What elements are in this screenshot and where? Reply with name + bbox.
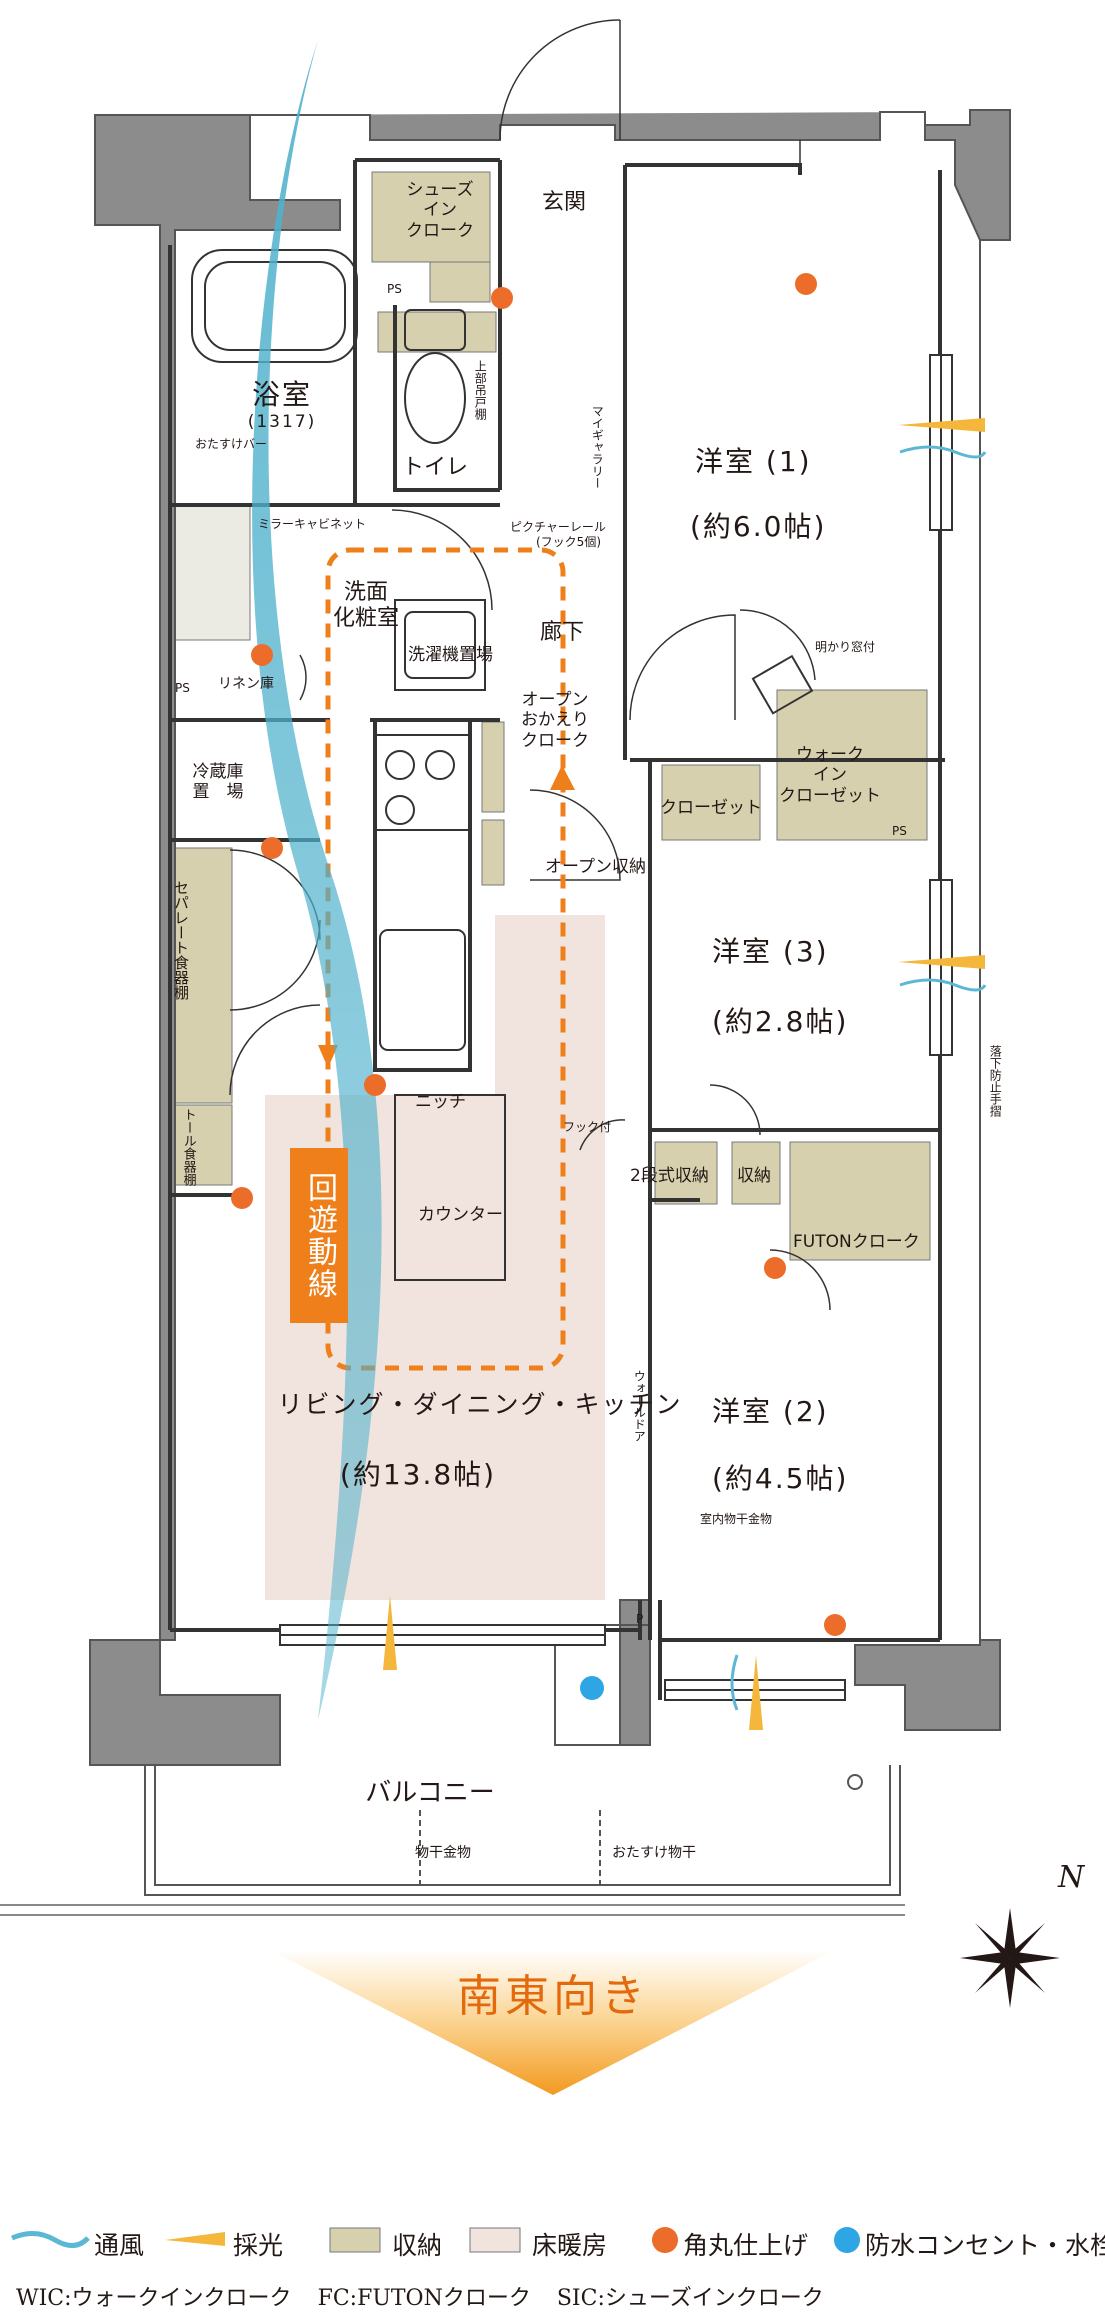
room1-name: 洋室 (1) xyxy=(695,445,812,478)
room2-name: 洋室 (2) xyxy=(712,1395,829,1428)
legend-lighting: 採光 xyxy=(233,2231,284,2260)
ps-label-1: PS xyxy=(387,282,402,296)
entrance-label: 玄関 xyxy=(542,190,587,215)
storage-label: 収納 xyxy=(737,1166,771,1186)
legend-ventilation: 通風 xyxy=(94,2231,145,2260)
balcony-label: バルコニー xyxy=(365,1778,495,1808)
window-light-wind-icons xyxy=(383,418,987,1730)
ldk-name: リビング・ダイニング・キッチン xyxy=(277,1390,683,1419)
futon-closet-label: FUTONクローク xyxy=(793,1232,920,1252)
counter-label: カウンター xyxy=(418,1205,503,1225)
niche-label: ニッチ xyxy=(415,1092,466,1112)
ps-label-3: PS xyxy=(892,824,907,838)
light-window-label: 明かり窓付 xyxy=(815,640,876,654)
balcony xyxy=(0,1765,905,1916)
circulation-arrow-up xyxy=(550,765,575,790)
circulation-route xyxy=(325,547,566,1371)
room3-name: 洋室 (3) xyxy=(712,935,829,968)
abbreviation-notes: WIC:ウォークインクローク FC:FUTONクローク SIC:シューズインクローク xyxy=(16,2280,850,2312)
wall-door-label: ウォールドア xyxy=(632,1370,647,1442)
storage-areas xyxy=(167,171,931,1261)
light-icon xyxy=(165,2232,225,2246)
toilet-label: トイレ xyxy=(402,455,469,480)
outer-walls xyxy=(89,109,1011,1766)
open-storage-label: オープン収納 xyxy=(545,857,646,877)
ps-label-2: PS xyxy=(175,681,190,695)
mirror-cabinet-label: ミラーキャビネット xyxy=(258,517,367,531)
ldk-size: (約13.8帖) xyxy=(339,1458,497,1491)
balcony-helper-dryer-label: おたすけ物干 xyxy=(612,1845,696,1861)
circulation-route-label: 回遊動線 xyxy=(290,1148,348,1323)
bathroom-label: 浴室 (1317) xyxy=(247,378,317,432)
abbr-fc: FC:FUTONクローク xyxy=(317,2286,531,2311)
compass-icon xyxy=(960,1908,1060,2008)
linen-closet-label: リネン庫 xyxy=(218,676,274,692)
separate-cupboard-label: セパレート食器棚 xyxy=(172,880,190,1000)
walk-in-closet-label: ウォークインクローゼット xyxy=(779,745,881,806)
washroom-label: 洗面化粧室 xyxy=(332,580,400,632)
legend-round-corner: 角丸仕上げ xyxy=(683,2231,809,2260)
waterproof-outlet-marker xyxy=(580,1676,604,1700)
upper-cabinet-label: 上部吊戸棚 xyxy=(473,360,488,420)
open-okaeri-closet-label: オープンおかえりクローク xyxy=(521,690,589,751)
abbr-wic: WIC:ウォークインクローク xyxy=(16,2286,292,2311)
circulation-arrow-down xyxy=(318,1045,338,1068)
waterproof-dot xyxy=(834,2227,860,2253)
legend-floor-heating: 床暖房 xyxy=(532,2231,608,2260)
direction-arrow xyxy=(270,1950,835,2095)
room1-size: (約6.0帖) xyxy=(690,510,827,543)
ventilation-flow xyxy=(252,40,382,1720)
fridge-label: 冷蔵庫置 場 xyxy=(192,762,244,803)
windows xyxy=(279,354,953,1701)
fall-prevention-rail-label: 落下防止手摺 xyxy=(988,1045,1003,1117)
legend-swatches xyxy=(11,2227,860,2253)
p-label: P xyxy=(636,1612,644,1626)
direction-label: 南東向き xyxy=(457,1971,649,2022)
legend-storage: 収納 xyxy=(392,2231,443,2260)
indoor-dryer-label: 室内物干金物 xyxy=(700,1512,773,1526)
room3-size: (約2.8帖) xyxy=(712,1005,849,1038)
legend-waterproof: 防水コンセント・水栓 xyxy=(865,2231,1105,2260)
north-label: N xyxy=(1058,1860,1085,1895)
balcony-dryer-hardware-label: 物干金物 xyxy=(415,1845,471,1861)
picture-rail-hooks-label: (フック5個) xyxy=(536,535,601,549)
room2-size: (約4.5帖) xyxy=(712,1462,849,1495)
hook-label: フック付 xyxy=(563,1120,612,1134)
laundry-label: 洗濯機置場 xyxy=(408,645,493,665)
shoe-in-closet-label: シューズインクローク xyxy=(406,180,474,241)
closet-label: クローゼット xyxy=(660,798,762,818)
wave-icon xyxy=(11,2231,90,2248)
round-corner-dot xyxy=(652,2227,678,2253)
floor-heating-swatch xyxy=(469,2227,521,2253)
abbr-sic: SIC:シューズインクローク xyxy=(556,2286,824,2311)
hallway-label: 廊下 xyxy=(540,620,585,645)
storage-swatch xyxy=(329,2227,381,2253)
grab-bar-label: おたすけバー xyxy=(195,437,268,451)
my-gallery-label: マイギャラリー xyxy=(590,405,605,489)
tall-cupboard-label: トール食器棚 xyxy=(180,1108,196,1186)
two-step-storage-label: 2段式収納 xyxy=(630,1166,709,1186)
picture-rail-label: ピクチャーレール xyxy=(510,520,606,534)
round-corner-markers xyxy=(231,273,846,1636)
